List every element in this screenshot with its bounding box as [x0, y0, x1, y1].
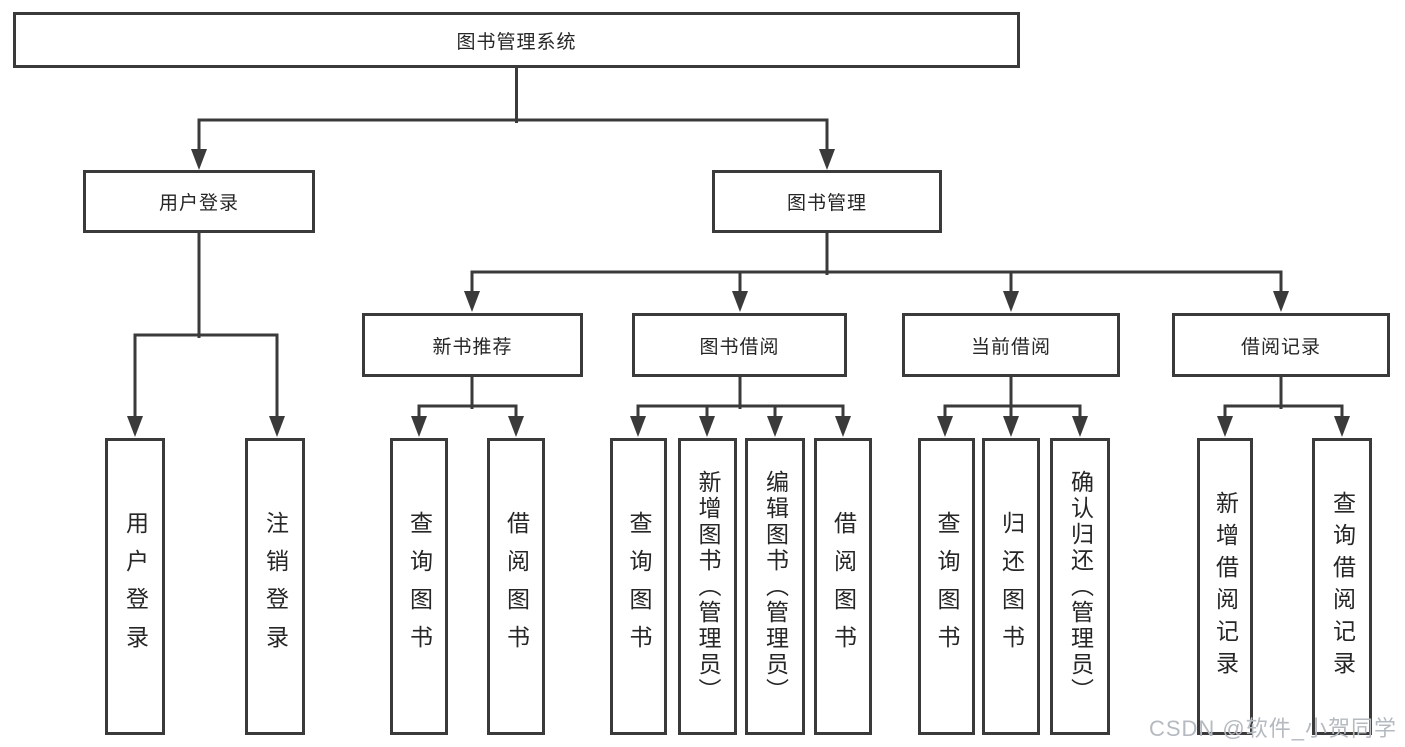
node-label: 当前借阅: [970, 336, 1051, 358]
node-label: 确认归还（管理员）: [1067, 469, 1094, 704]
leaf-add-borrow-record: 新增借阅记录: [1197, 438, 1253, 735]
node-label: 借阅图书: [503, 510, 530, 663]
leaf-edit-books-admin: 编辑图书（管理员）: [745, 438, 805, 735]
leaf-borrow-books: 借阅图书: [814, 438, 872, 735]
leaf-query-books-current: 查询图书: [918, 438, 975, 735]
node-label: 用户登录: [122, 510, 149, 663]
node-book-borrowing: 图书借阅: [632, 313, 847, 377]
node-label: 图书借阅: [699, 336, 780, 358]
node-user-login: 用户登录: [83, 170, 315, 233]
node-label: 编辑图书（管理员）: [762, 469, 789, 704]
node-book-management: 图书管理: [712, 170, 942, 233]
node-label: 归还图书: [998, 510, 1025, 663]
node-borrowing-records: 借阅记录: [1172, 313, 1390, 377]
leaf-user-login: 用户登录: [105, 438, 165, 735]
csdn-watermark: CSDN @软件_小贺同学: [1148, 716, 1397, 741]
node-label: 新书推荐: [432, 336, 513, 358]
node-new-book-recommendation: 新书推荐: [362, 313, 583, 377]
leaf-query-books-recommend: 查询图书: [390, 438, 448, 735]
leaf-query-books-borrowing: 查询图书: [610, 438, 667, 735]
node-label: 借阅记录: [1240, 336, 1321, 358]
leaf-return-books: 归还图书: [982, 438, 1040, 735]
node-label: 注销登录: [262, 510, 289, 663]
node-current-borrowing: 当前借阅: [902, 313, 1120, 377]
leaf-add-books-admin: 新增图书（管理员）: [678, 438, 737, 735]
node-label: 查询借阅记录: [1329, 490, 1356, 683]
node-label: 图书管理系统: [456, 31, 577, 53]
node-label: 用户登录: [158, 193, 239, 214]
node-library-management-system: 图书管理系统: [13, 12, 1020, 68]
node-label: 图书管理: [786, 193, 867, 214]
node-label: 新增借阅记录: [1212, 490, 1239, 683]
node-label: 新增图书（管理员）: [695, 469, 721, 704]
leaf-borrow-books-recommend: 借阅图书: [487, 438, 545, 735]
node-label: 查询图书: [934, 510, 960, 663]
node-label: 查询图书: [406, 510, 433, 663]
leaf-confirm-return-admin: 确认归还（管理员）: [1050, 438, 1110, 735]
node-label: 借阅图书: [830, 510, 857, 663]
node-label: 查询图书: [626, 510, 652, 663]
leaf-logout: 注销登录: [245, 438, 305, 735]
leaf-query-borrow-record: 查询借阅记录: [1312, 438, 1372, 735]
